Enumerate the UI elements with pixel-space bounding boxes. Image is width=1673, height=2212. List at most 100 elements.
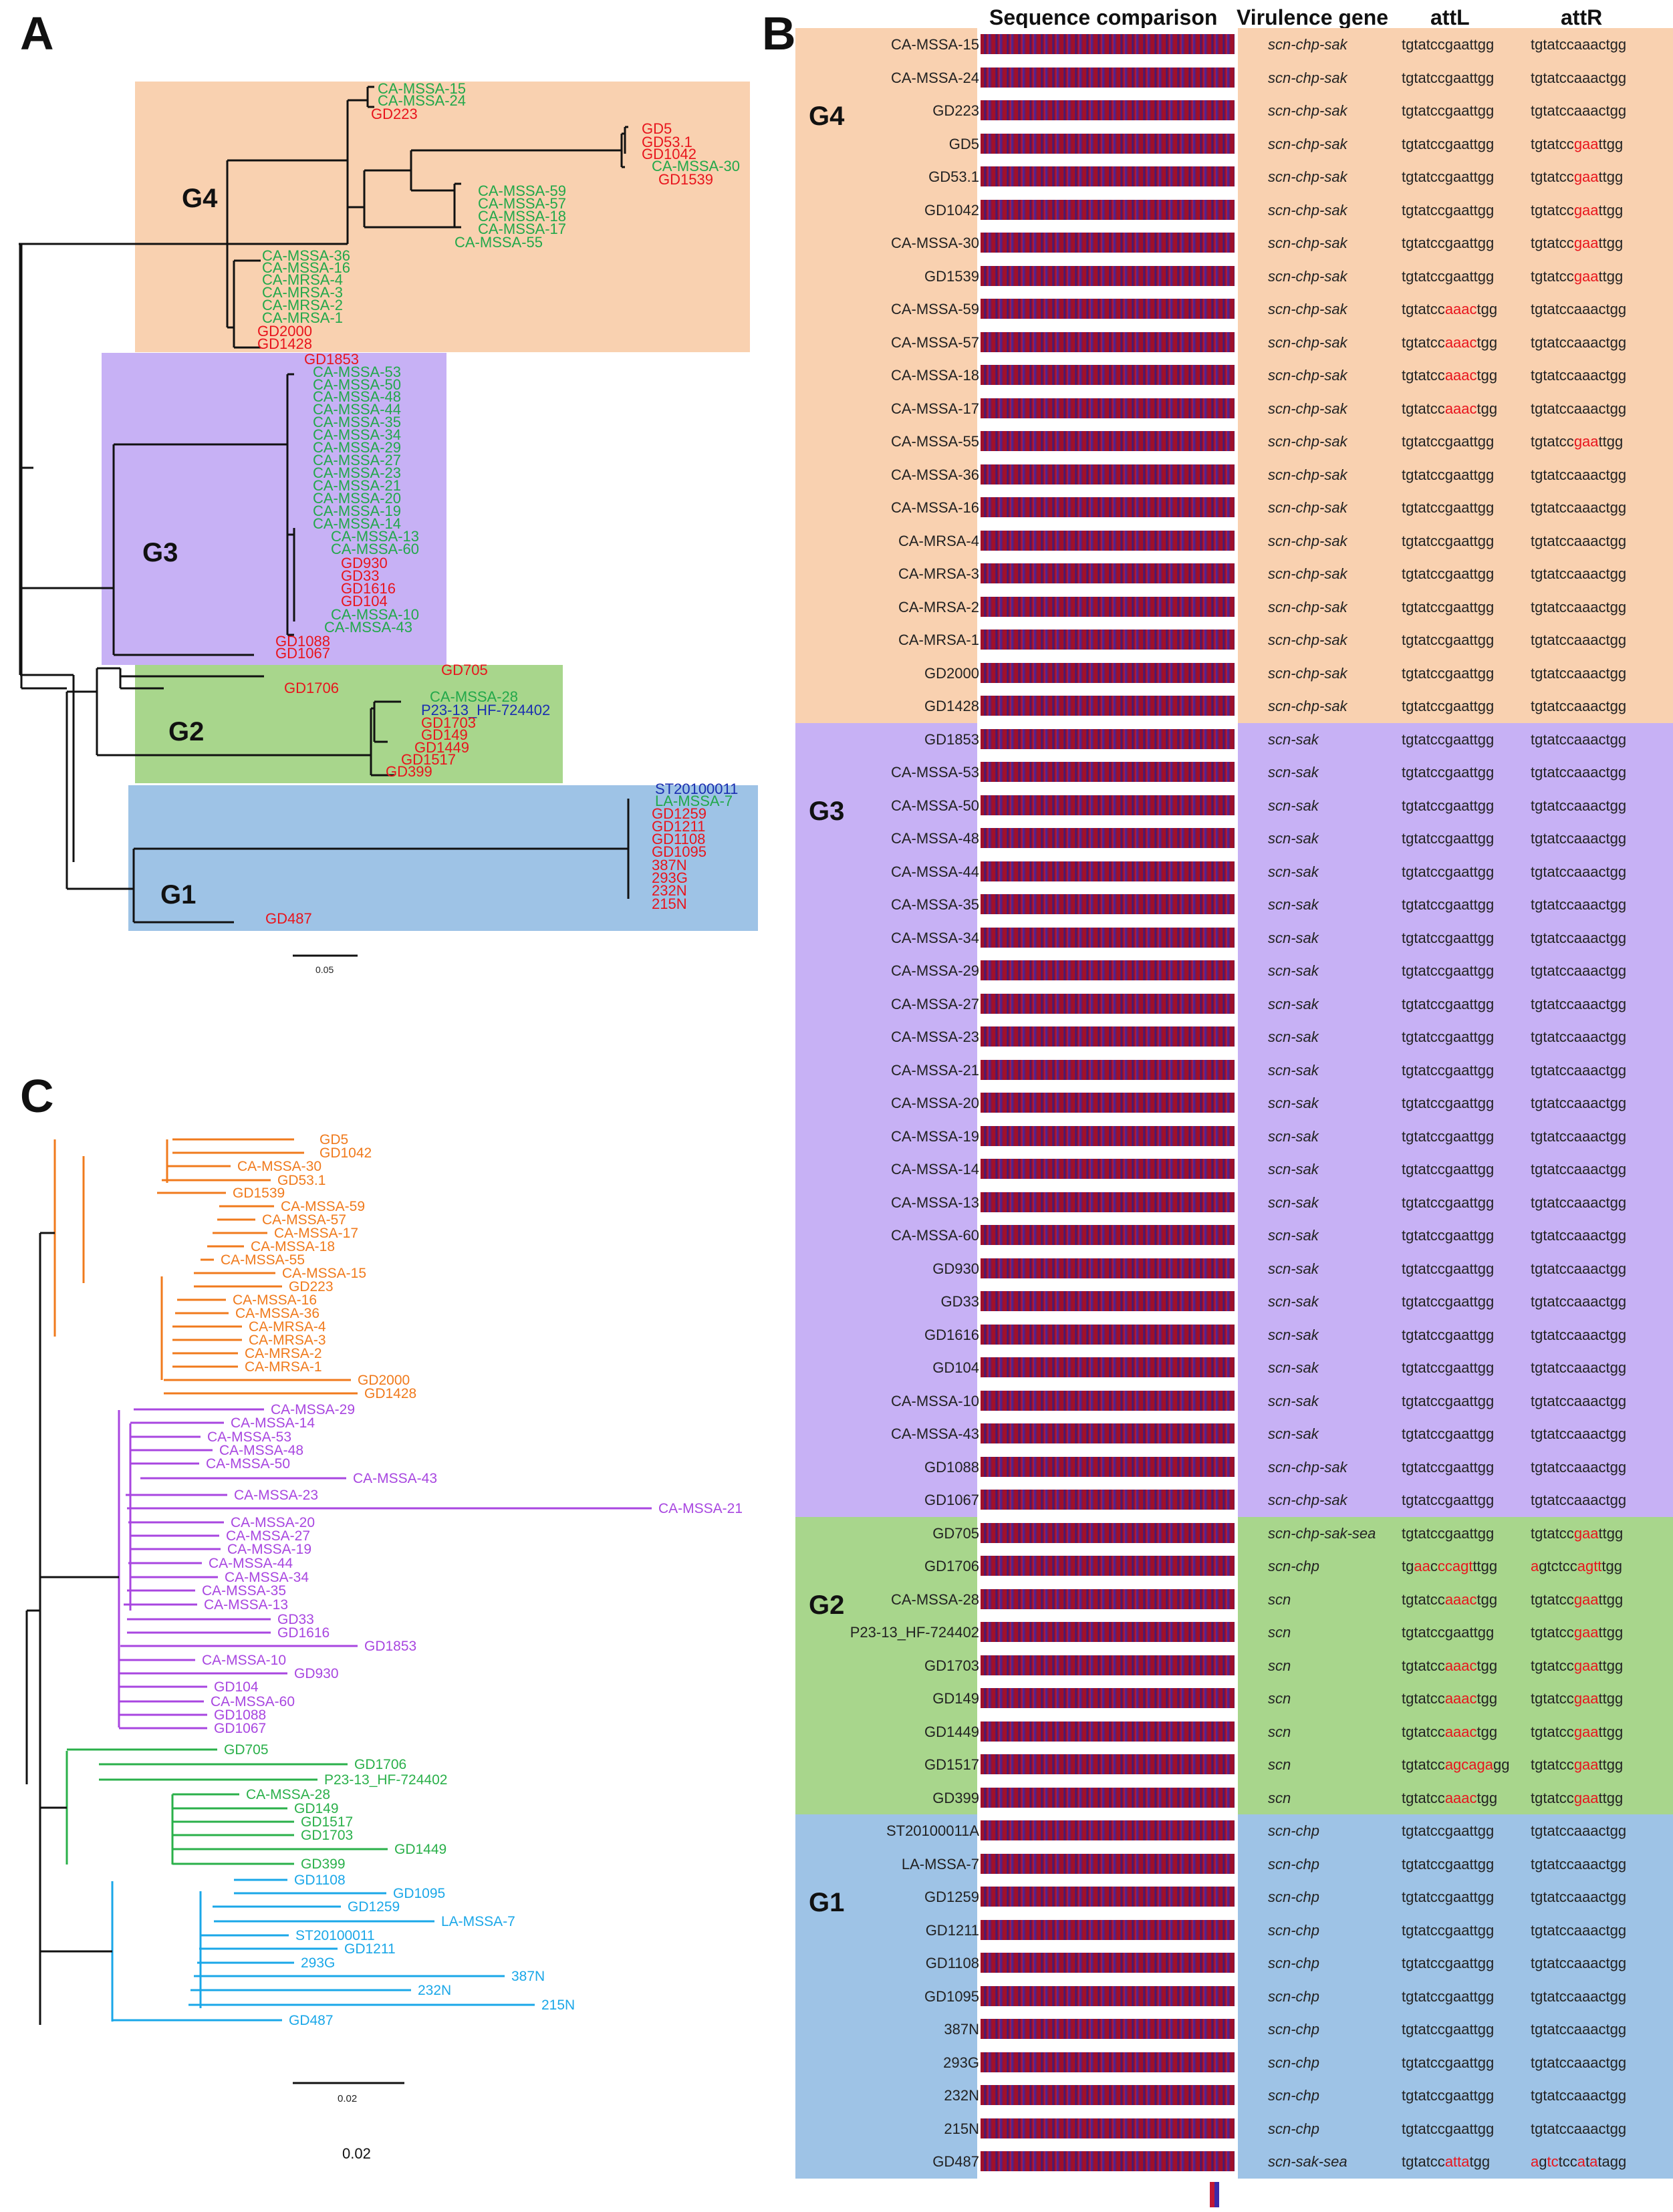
g3-box xyxy=(102,353,446,665)
b-attl-seq: tgtatccgaattgg xyxy=(1402,532,1495,549)
b-virulence-gene: scn-sak xyxy=(1268,1359,1319,1376)
b-virulence-gene: scn-sak xyxy=(1268,730,1319,748)
b-strain-name: GD705 xyxy=(932,1524,979,1542)
c-leaf-label: CA-MSSA-17 xyxy=(274,1226,358,1241)
b-strain-name: 387N xyxy=(944,2021,979,2038)
a-leaf-label: GD223 xyxy=(371,106,418,122)
c-leaf-label: CA-MSSA-10 xyxy=(202,1653,286,1668)
b-sequence-strip xyxy=(979,1025,1236,1048)
b-virulence-gene: scn-sak xyxy=(1268,896,1319,913)
b-sequence-strip xyxy=(979,198,1236,221)
b-sequence-strip xyxy=(979,827,1236,849)
c-leaf-label: GD1067 xyxy=(214,1721,266,1736)
b-attr-seq: tgtatccaaactgg xyxy=(1531,929,1627,946)
b-attl-seq: tgtatccgaattgg xyxy=(1402,267,1495,285)
c-leaf-label: GD399 xyxy=(301,1856,346,1872)
b-strain-name: CA-MSSA-20 xyxy=(890,1095,979,1111)
b-sequence-strip xyxy=(979,231,1236,254)
a-leaf-label: GD149 xyxy=(421,726,468,743)
b-sequence-strip xyxy=(979,1290,1236,1312)
a-leaf-label: CA-MSSA-36 xyxy=(262,247,350,264)
b-virulence-gene: scn-sak xyxy=(1268,830,1319,847)
a-leaf-label: GD104 xyxy=(341,593,388,609)
b-strain-name: GD223 xyxy=(932,102,979,119)
b-virulence-gene: scn-chp xyxy=(1268,1921,1320,1939)
b-attl-seq: tgtatccgaattgg xyxy=(1402,896,1495,913)
b-attl-seq: tgtatccagcagagg xyxy=(1402,1756,1510,1773)
b-attl-seq: tgtatccgaattgg xyxy=(1402,102,1495,119)
b-attl-seq: tgtatccaaactgg xyxy=(1402,301,1498,317)
b-sequence-strip xyxy=(979,1554,1236,1577)
b-virulence-gene: scn-chp-sak xyxy=(1268,135,1347,152)
b-strain-name: GD1211 xyxy=(925,1921,979,1939)
b-attl-seq: tgtatccgaattgg xyxy=(1402,764,1495,781)
b-attr-seq: tgtatccaaactgg xyxy=(1531,532,1627,549)
b-sequence-strip xyxy=(979,1621,1236,1643)
c-leaf-label: CA-MSSA-18 xyxy=(251,1239,335,1254)
b-sequence-strip xyxy=(979,2084,1236,2106)
b-attl-seq: tgtatccaaactgg xyxy=(1402,400,1498,417)
a-leaf-label: GD1428 xyxy=(257,335,312,352)
b-virulence-gene: scn-chp-sak xyxy=(1268,367,1347,384)
a-group-label-g4: G4 xyxy=(182,184,218,213)
a-leaf-label: GD1042 xyxy=(642,146,696,162)
b-sequence-strip xyxy=(979,893,1236,916)
b-attr-seq: tgtatccaaactgg xyxy=(1531,664,1627,682)
b-sequence-strip xyxy=(979,1819,1236,1842)
c-leaf-label: CA-MSSA-50 xyxy=(206,1456,290,1472)
a-leaf-label: ST20100011 xyxy=(655,781,738,797)
b-attl-seq: tgtatccgaattgg xyxy=(1402,2021,1495,2038)
c-leaf-label: GD1517 xyxy=(301,1814,353,1830)
b-sequence-strip xyxy=(979,430,1236,452)
b-attr-seq: tgtatccaaactgg xyxy=(1531,499,1627,516)
b-strain-name: CA-MSSA-30 xyxy=(890,235,979,251)
b-attl-seq: tgtatccgaattgg xyxy=(1402,863,1495,880)
a-leaf-label: GD2000 xyxy=(257,323,312,339)
b-attr-seq: tgtatccgaattgg xyxy=(1531,1657,1624,1674)
panel-c-tree: GD5GD1042CA-MSSA-30GD53.1GD1539CA-MSSA-5… xyxy=(25,1132,743,2162)
b-sequence-strip xyxy=(979,661,1236,684)
b-strain-name: GD1095 xyxy=(924,1987,979,2005)
a-leaf-label: CA-MSSA-17 xyxy=(478,221,566,237)
b-strain-name: GD1108 xyxy=(925,1955,979,1971)
a-group-label-g3: G3 xyxy=(142,538,178,567)
b-attl-seq: tgtatccgaattgg xyxy=(1402,565,1495,582)
b-attr-seq: tgtatccaaactgg xyxy=(1531,863,1627,880)
a-leaf-label: CA-MSSA-30 xyxy=(652,158,740,174)
b-strain-name: GD1088 xyxy=(924,1458,979,1476)
b-attl-seq: tgtatccgaattgg xyxy=(1402,1955,1495,1971)
c-leaf-label: CA-MSSA-19 xyxy=(227,1542,311,1557)
b-strain-name: GD1706 xyxy=(924,1558,979,1574)
c-leaf-label: CA-MSSA-14 xyxy=(231,1415,315,1431)
b-virulence-gene: scn-chp-sak-sea xyxy=(1268,1524,1376,1542)
a-leaf-label: LA-MSSA-7 xyxy=(655,793,733,809)
panel-a-letter: A xyxy=(20,7,54,59)
b-attr-seq: tgtatccaaactgg xyxy=(1531,2054,1627,2071)
b-virulence-gene: scn-sak xyxy=(1268,1392,1319,1409)
b-virulence-gene: scn-chp xyxy=(1268,1889,1320,1905)
b-attl-seq: tgtatccaaactgg xyxy=(1402,1657,1498,1674)
b-strain-name: CA-MSSA-24 xyxy=(890,69,979,86)
b-attl-seq: tgtatccgaattgg xyxy=(1402,499,1495,516)
a-leaf-label: CA-MSSA-13 xyxy=(331,528,419,545)
b-attr-seq: tgtatccaaactgg xyxy=(1531,764,1627,781)
b-attr-seq: tgtatccaaactgg xyxy=(1531,598,1627,615)
b-attl-seq: tgtatccgaattgg xyxy=(1402,1293,1495,1310)
c-leaf-label: 387N xyxy=(511,1969,545,1984)
b-attl-seq: tgtatccgaattgg xyxy=(1402,135,1495,152)
a-scale-bar: 0.05 xyxy=(293,954,358,975)
b-attr-seq: tgtatccaaactgg xyxy=(1531,1127,1627,1145)
b-attl-seq: tgtatccgaattgg xyxy=(1402,1921,1495,1939)
c-scale-label: 0.02 xyxy=(338,2093,357,2104)
b-attl-seq: tgtatccgaattgg xyxy=(1402,664,1495,682)
b-attl-seq: tgtatccgaattgg xyxy=(1402,1028,1495,1045)
a-leaf-label: GD1095 xyxy=(652,843,706,860)
